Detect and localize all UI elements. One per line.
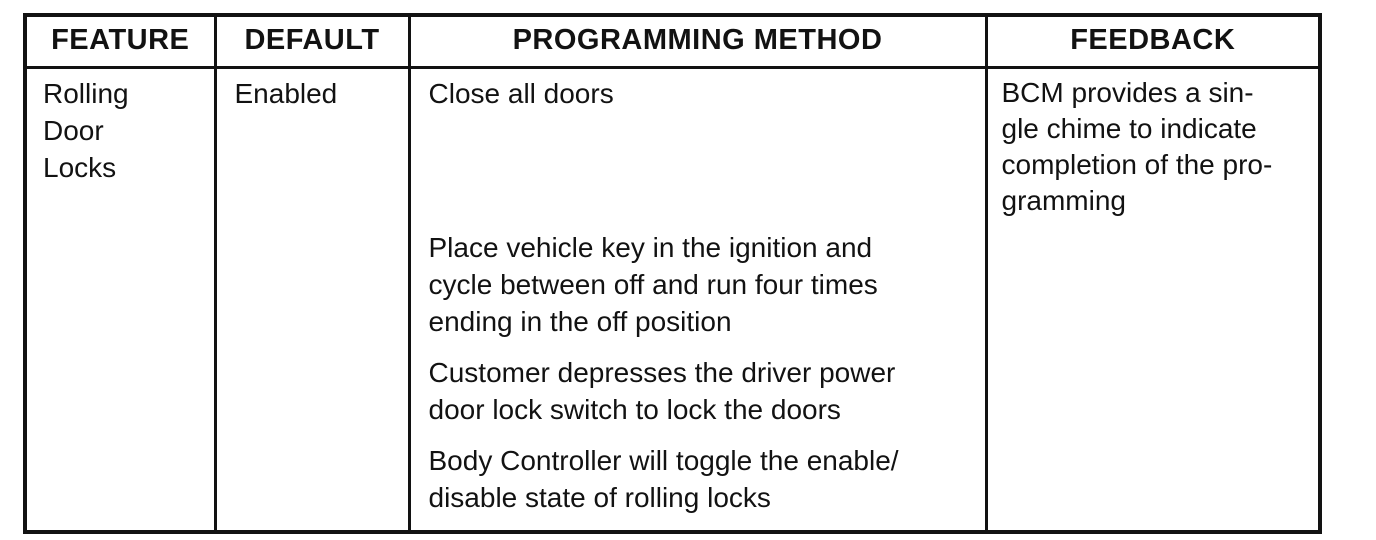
text-line: Locks <box>43 151 117 183</box>
text-line: completion of the pro- <box>1001 148 1273 180</box>
text-line: Rolling <box>43 77 129 109</box>
paragraph: Body Controller will toggle the enable/d… <box>429 442 975 516</box>
text-line: BCM provides a sin- <box>1001 76 1254 108</box>
default-text: Enabled <box>234 77 338 109</box>
text-line: Close all doors <box>428 77 614 109</box>
text-line: Customer depresses the driver power <box>428 356 896 388</box>
text-line: disable state of rolling locks <box>428 481 771 513</box>
text-line: Door <box>43 114 104 146</box>
text-line: gle chime to indicate <box>1001 112 1257 144</box>
header-default: DEFAULT <box>213 13 411 69</box>
text-line: gramming <box>1001 184 1126 216</box>
paragraph: Close all doors <box>429 75 975 112</box>
text-line: ending in the off position <box>428 305 732 337</box>
header-feature: FEATURE <box>23 13 217 69</box>
text-line: cycle between off and run four times <box>428 268 878 300</box>
text-line: door lock switch to lock the doors <box>428 393 841 425</box>
header-programming-method: PROGRAMMING METHOD <box>407 13 988 69</box>
feedback-text: BCM provides a sin-gle chime to indicate… <box>989 70 1317 219</box>
paragraph: Customer depresses the driver power door … <box>429 354 975 428</box>
text-line: Body Controller will toggle the enable/ <box>428 444 899 476</box>
table-header-row: FEATURE DEFAULT PROGRAMMING METHOD FEEDB… <box>23 13 1322 69</box>
text-line: Place vehicle key in the ignition and <box>428 231 873 263</box>
cell-default: Enabled <box>213 65 411 533</box>
paragraph: Place vehicle key in the ignition and cyc… <box>429 229 975 340</box>
header-feedback: FEEDBACK <box>984 13 1322 69</box>
cell-feedback: BCM provides a sin-gle chime to indicate… <box>984 65 1322 533</box>
feature-programming-table: FEATURE DEFAULT PROGRAMMING METHOD FEEDB… <box>23 13 1322 534</box>
